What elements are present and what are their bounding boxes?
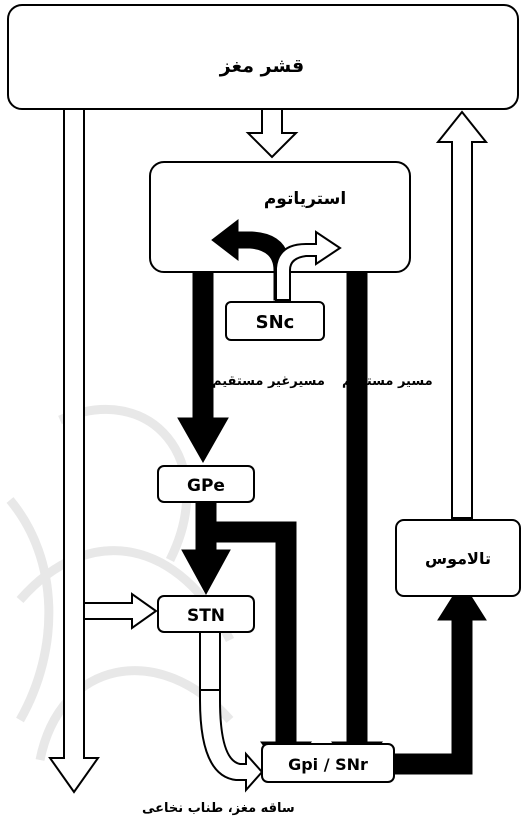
snc-excitatory-curve	[275, 230, 342, 301]
thalamus-label: تالاموس	[425, 549, 491, 568]
gpi-to-thalamus-arrow	[393, 581, 487, 775]
gpe-to-stn-arrow	[181, 501, 231, 596]
stn-to-gpi-arrow	[199, 631, 264, 793]
gpe-to-gpi-arrow	[215, 521, 312, 777]
cortex-to-striatum-arrow	[245, 108, 299, 159]
striatum-to-gpe-arrow	[177, 271, 229, 464]
striatum-label: استریاتوم	[264, 189, 346, 209]
cortex-label: قشر مغز	[219, 55, 305, 77]
direct-pathway-label: مسیر مستقیم	[342, 374, 433, 389]
thalamus-to-cortex-arrow	[435, 110, 489, 519]
watermark-emblem	[6, 405, 235, 761]
snc-label: SNc	[256, 312, 295, 333]
indirect-pathway-label: مسیرغیر مستقیم	[212, 374, 325, 389]
gpi-snr-label: Gpi / SNr	[288, 755, 368, 774]
brainstem-label: ساقه مغز، طناب نخاعی	[142, 801, 295, 816]
snc-box	[225, 301, 325, 341]
cortex-to-stn-arrow	[83, 592, 158, 630]
cortex-to-brainstem-arrow	[48, 108, 100, 794]
thalamus-box	[395, 519, 521, 597]
stn-label: STN	[187, 606, 225, 626]
striatum-to-gpi-arrow	[331, 271, 383, 777]
gpe-label: GPe	[187, 476, 225, 496]
